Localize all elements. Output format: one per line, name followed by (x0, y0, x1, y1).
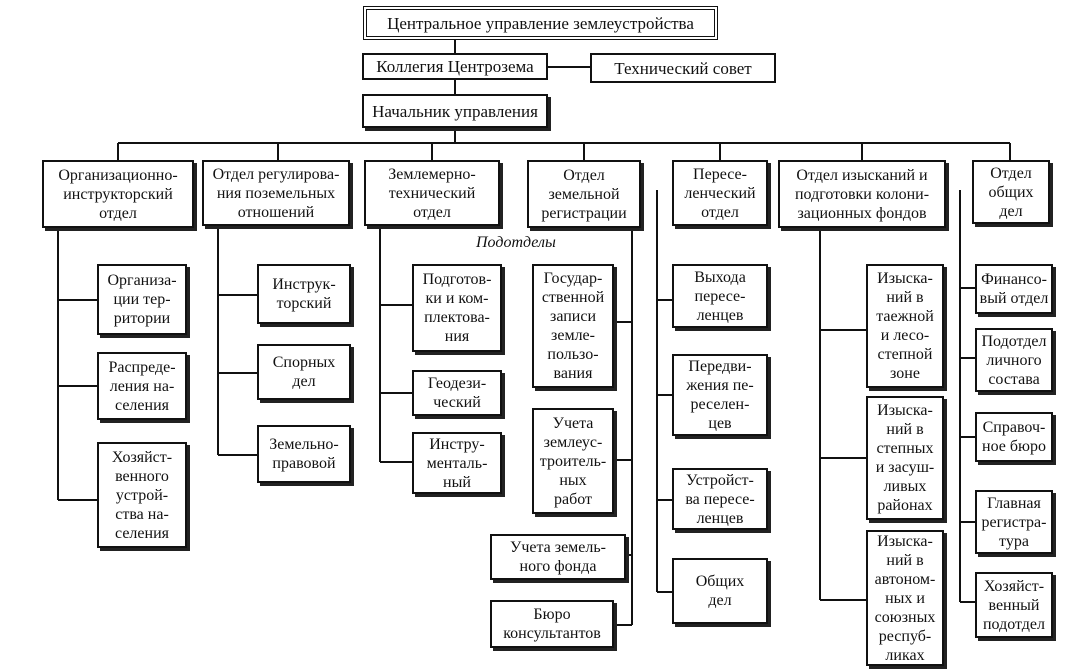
central-administration-box: Центральное управление землеустройства (363, 6, 718, 40)
sub-consultants-bureau: Бюро консультантов (490, 600, 614, 648)
sub-state-land-use-records: Государ- ственной записи земле- пользо- … (532, 264, 614, 388)
sub-maintenance: Хозяйст- венный подотдел (975, 572, 1053, 638)
head-of-administration-box: Начальник управления (362, 94, 548, 128)
sub-territory-organization: Организа- ции тер- ритории (97, 264, 187, 335)
sub-instrumental: Инстру- менталь- ный (412, 432, 502, 494)
department-org-instructor: Организационно- инструкторский отдел (42, 160, 194, 228)
department-land-registration: Отдел земельной регистрации (527, 160, 641, 228)
sub-geodetic: Геодези- ческий (412, 370, 502, 416)
sub-preparation-staffing: Подготов- ки и ком- плектова- ния (412, 264, 502, 352)
department-land-relations: Отдел регулирова- ния поземельных отноше… (202, 160, 350, 226)
department-surveys-colonization: Отдел изысканий и подготовки колони- зац… (778, 160, 946, 228)
sub-land-management-works-accounting: Учета землеус- троитель- ных работ (532, 408, 614, 514)
sub-main-registry: Главная регистра- тура (975, 490, 1053, 554)
sub-resettler-settlement: Устройст- ва пересе- ленцев (672, 468, 768, 530)
sub-resettler-departure: Выхода пересе- ленцев (672, 264, 768, 328)
sub-land-fund-accounting: Учета земель- ного фонда (490, 534, 626, 580)
sub-resettler-movement: Передви- жения пе- реселен- цев (672, 354, 768, 436)
department-general-affairs: Отдел общих дел (972, 160, 1050, 224)
sub-finance: Финансо- вый отдел (975, 264, 1053, 314)
sub-land-law: Земельно- правовой (257, 425, 351, 483)
sub-survey-autonomous-union-republics: Изыска- ний в автоном- ных и союзных рес… (866, 530, 944, 666)
sub-population-distribution: Распреде- ления на- селения (97, 352, 187, 420)
sub-population-economic-settlement: Хозяйст- венного устрой- ства на- селени… (97, 442, 187, 548)
department-survey-technical: Землемерно- технический отдел (364, 160, 500, 226)
sub-resettlement-general-affairs: Общих дел (672, 558, 768, 624)
subdepartments-label: Подотделы (476, 234, 556, 251)
sub-personnel: Подотдел личного состава (975, 328, 1053, 392)
sub-survey-taiga-forest-steppe: Изыска- ний в таежной и лесо- степной зо… (866, 264, 944, 388)
collegium-box: Коллегия Центрозема (362, 53, 548, 80)
technical-council-box: Технический совет (590, 53, 776, 83)
department-resettlement: Пересе- ленческий отдел (672, 160, 768, 226)
sub-instructor: Инструк- торский (257, 264, 351, 324)
sub-survey-steppe-arid: Изыска- ний в степных и засуш- ливых рай… (866, 396, 944, 520)
sub-disputes: Спорных дел (257, 344, 351, 400)
sub-reference-bureau: Справоч- ное бюро (975, 412, 1053, 462)
